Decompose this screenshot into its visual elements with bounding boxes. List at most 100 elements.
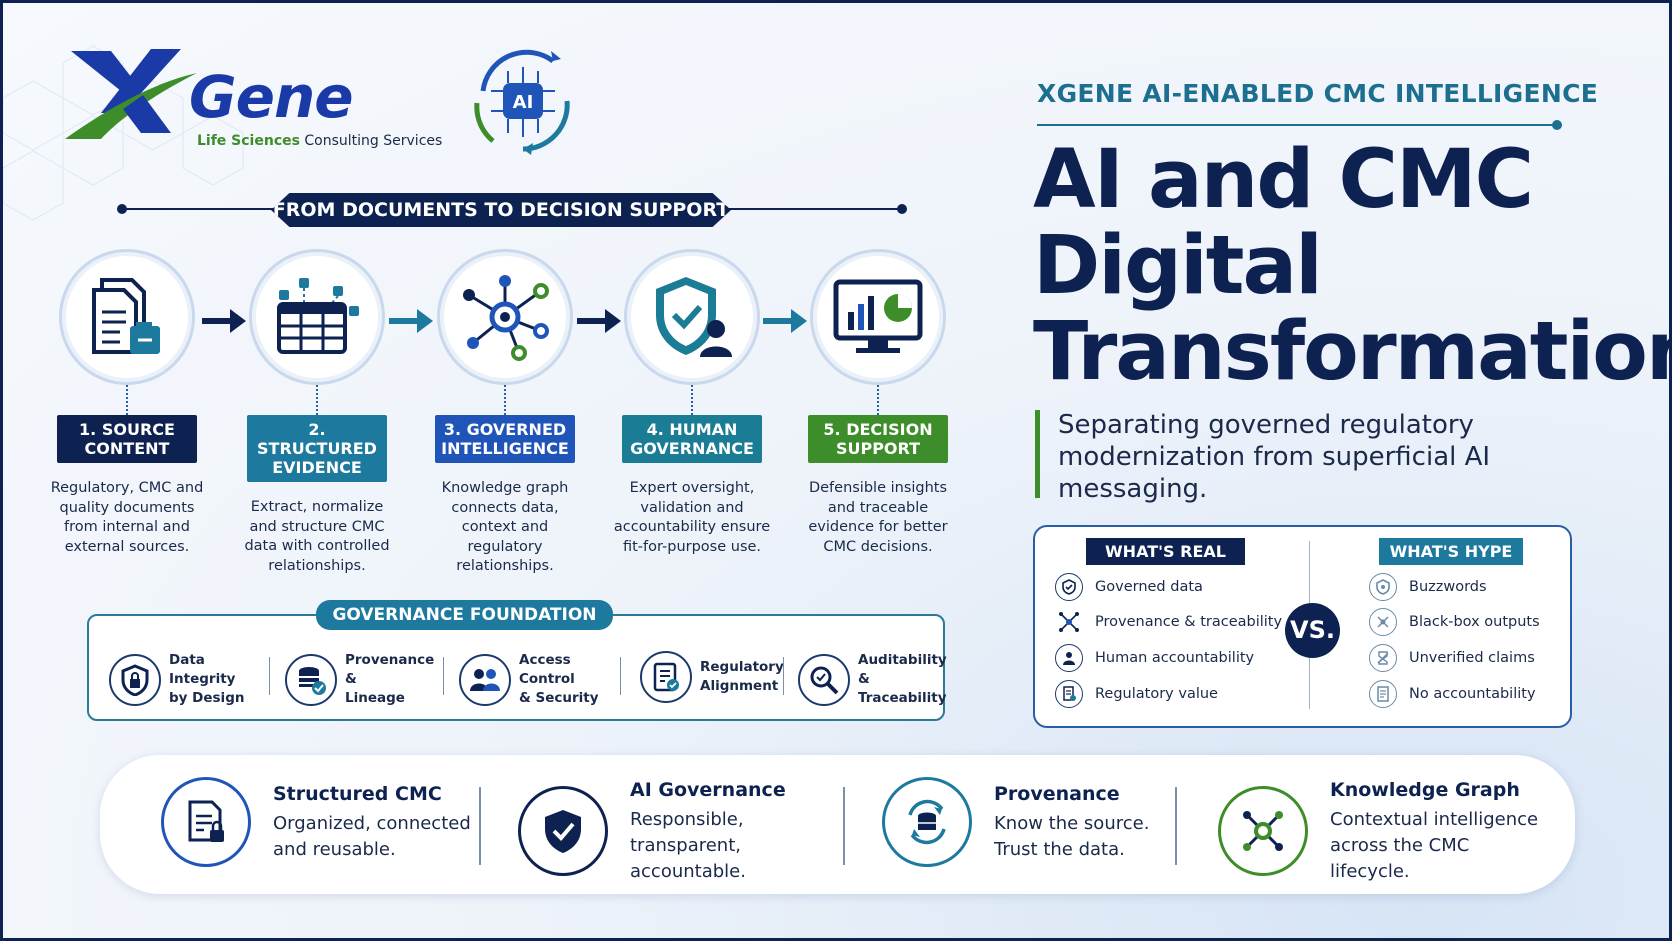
step-description: Defensible insights and traceable eviden… bbox=[808, 480, 948, 555]
step-connector bbox=[877, 385, 879, 415]
step-source-content: 1. SOURCE CONTENT Regulatory, CMC and qu… bbox=[47, 249, 207, 557]
step-label-line2: EVIDENCE bbox=[272, 458, 362, 477]
governance-item-access-control: Access Control& Security bbox=[459, 651, 619, 708]
pillar-title: Structured CMC bbox=[273, 783, 442, 805]
logo-tagline-colored: Life Sciences bbox=[197, 133, 300, 149]
pillar-text: AI Governance Responsible, transparent, … bbox=[630, 777, 830, 885]
governance-item-label: Access Control& Security bbox=[519, 652, 599, 706]
hype-item: Unverified claims bbox=[1369, 644, 1535, 672]
step-human-governance: 4. HUMAN GOVERNANCE Expert oversight, va… bbox=[612, 249, 772, 557]
governance-divider bbox=[620, 657, 621, 695]
step-label-line2: GOVERNANCE bbox=[630, 439, 754, 458]
pillar-structured-cmc: Structured CMC Organized, connected and … bbox=[161, 777, 473, 867]
governance-foundation-title: GOVERNANCE FOUNDATION bbox=[316, 600, 613, 630]
page-title: AI and CMC Digital Transformation bbox=[1033, 133, 1669, 395]
whats-hype-title: WHAT'S HYPE bbox=[1379, 538, 1523, 565]
header-kicker: XGENE AI-ENABLED CMC INTELLIGENCE bbox=[1037, 79, 1599, 108]
real-item: Human accountability bbox=[1055, 644, 1254, 672]
governance-divider bbox=[269, 657, 270, 695]
pillar-description: Responsible, transparent, accountable. bbox=[630, 809, 746, 882]
step-connector bbox=[126, 385, 128, 415]
step-icon-circle bbox=[624, 249, 760, 385]
logo-tagline: Life Sciences Consulting Services bbox=[197, 133, 442, 149]
hexagon-pattern bbox=[3, 45, 244, 221]
governance-divider bbox=[443, 657, 444, 695]
logo-x-mark bbox=[65, 49, 197, 139]
pillar-provenance: Provenance Know the source. Trust the da… bbox=[882, 777, 1194, 867]
pillars-bar bbox=[100, 755, 1575, 894]
step-governed-intelligence: 3. GOVERNED INTELLIGENCE Knowledge graph… bbox=[425, 249, 585, 577]
pillar-divider bbox=[479, 787, 481, 865]
ai-badge-label: AI bbox=[513, 92, 534, 113]
logo-wordmark: Gene bbox=[189, 63, 354, 131]
step-label-line1: 4. HUMAN bbox=[646, 420, 738, 439]
step-label-line1: 3. GOVERNED bbox=[443, 420, 567, 439]
document-check-icon bbox=[1055, 680, 1083, 708]
kicker-underline bbox=[1037, 120, 1562, 130]
blocked-network-icon bbox=[1369, 608, 1397, 636]
subtitle-accent-bar bbox=[1035, 410, 1040, 498]
document-lock-icon bbox=[161, 777, 251, 867]
page-title-line1: AI and CMC bbox=[1033, 133, 1534, 227]
real-item: Governed data bbox=[1055, 573, 1203, 601]
hype-item-label: Unverified claims bbox=[1409, 650, 1535, 666]
real-item: Provenance & traceability bbox=[1055, 608, 1282, 636]
real-item-label: Governed data bbox=[1095, 579, 1203, 595]
step-label-line2: INTELLIGENCE bbox=[441, 439, 569, 458]
step-decision-support: 5. DECISION SUPPORT Defensible insights … bbox=[798, 249, 958, 557]
page-subtitle: Separating governed regulatory moderniza… bbox=[1058, 410, 1491, 504]
page-title-line2: Digital bbox=[1033, 219, 1323, 313]
pillar-description: Contextual intelligence across the CMC l… bbox=[1330, 809, 1539, 882]
arrow-right-icon bbox=[202, 309, 246, 333]
line-dot-right bbox=[897, 204, 907, 214]
pillar-description: Organized, connected and reusable. bbox=[273, 813, 471, 860]
dashboard-icon bbox=[833, 279, 923, 353]
hype-item-label: Buzzwords bbox=[1409, 579, 1487, 595]
whats-real-title: WHAT'S REAL bbox=[1086, 538, 1245, 565]
xgene-logo: Gene Life Sciences Consulting Services bbox=[61, 43, 442, 153]
arrow-right-icon bbox=[763, 309, 807, 333]
pillar-title: AI Governance bbox=[630, 779, 786, 801]
step-icon-circle bbox=[59, 249, 195, 385]
pillar-text: Structured CMC Organized, connected and … bbox=[273, 781, 473, 863]
hype-item: No accountability bbox=[1369, 680, 1536, 708]
step-label-line1: 5. DECISION bbox=[823, 420, 933, 439]
pillar-divider bbox=[843, 787, 845, 865]
pillar-description: Know the source. Trust the data. bbox=[994, 813, 1150, 860]
step-label-line2: CONTENT bbox=[84, 439, 170, 458]
step-label: 4. HUMAN GOVERNANCE bbox=[622, 415, 762, 463]
pillar-knowledge-graph: Knowledge Graph Contextual intelligence … bbox=[1218, 777, 1540, 885]
shield-check-icon bbox=[1055, 573, 1083, 601]
hype-item: Black-box outputs bbox=[1369, 608, 1540, 636]
pillar-text: Provenance Know the source. Trust the da… bbox=[994, 781, 1194, 863]
database-check-icon bbox=[285, 653, 337, 706]
line-dot bbox=[1552, 120, 1562, 130]
step-description: Expert oversight, validation and account… bbox=[613, 480, 771, 555]
graph-nodes-icon bbox=[1218, 786, 1308, 876]
line-dot-left bbox=[117, 204, 127, 214]
step-label: 3. GOVERNED INTELLIGENCE bbox=[435, 415, 575, 463]
arrow-right-icon bbox=[389, 309, 433, 333]
arrow-right-icon bbox=[577, 309, 621, 333]
step-icon-circle bbox=[437, 249, 573, 385]
pillar-divider bbox=[1175, 787, 1177, 865]
hype-item-label: Black-box outputs bbox=[1409, 614, 1540, 630]
unverified-icon bbox=[1369, 644, 1397, 672]
step-label-line1: 2. STRUCTURED bbox=[257, 420, 377, 458]
step-icon-circle bbox=[249, 249, 385, 385]
shield-person-icon bbox=[656, 277, 732, 357]
step-description: Knowledge graph connects data, context a… bbox=[441, 480, 569, 574]
person-icon bbox=[1055, 644, 1083, 672]
step-icon-circle bbox=[810, 249, 946, 385]
governance-item-label: Provenance &Lineage bbox=[345, 652, 435, 706]
checklist-icon bbox=[640, 651, 692, 703]
network-icon bbox=[1055, 608, 1083, 636]
step-label: 2. STRUCTURED EVIDENCE bbox=[247, 415, 387, 482]
step-structured-evidence: 2. STRUCTURED EVIDENCE Extract, normaliz… bbox=[237, 249, 397, 576]
real-item: Regulatory value bbox=[1055, 680, 1218, 708]
step-description: Extract, normalize and structure CMC dat… bbox=[244, 499, 390, 574]
magnifier-icon bbox=[798, 653, 850, 706]
documents-icon bbox=[92, 278, 160, 354]
